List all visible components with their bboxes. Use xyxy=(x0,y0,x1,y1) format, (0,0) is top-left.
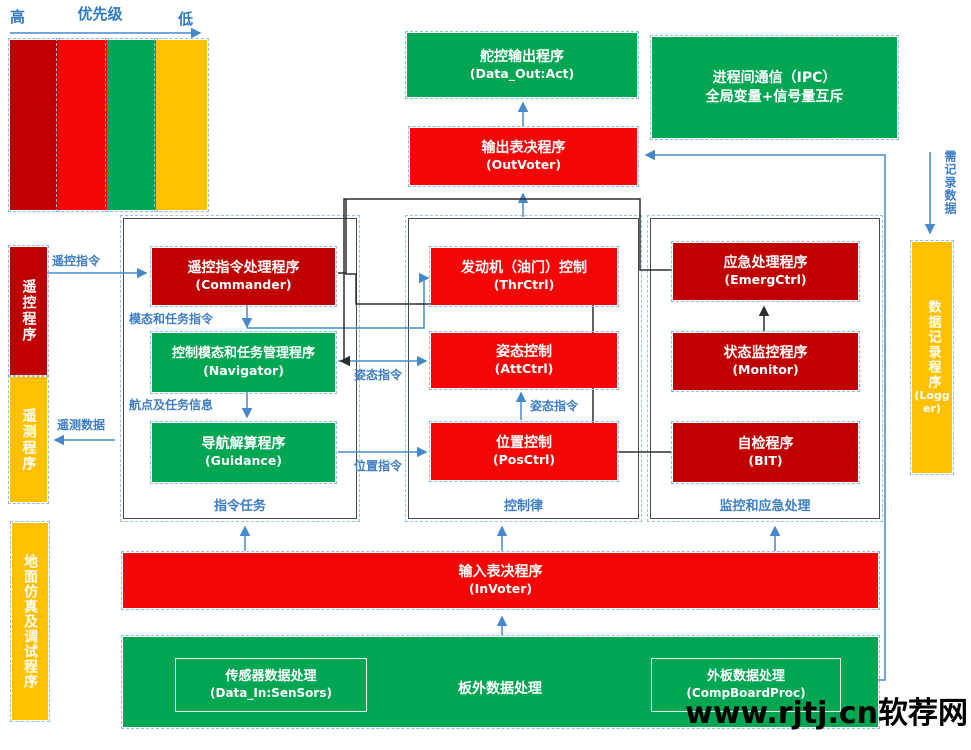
emergency-ctrl-en: (EmergCtrl) xyxy=(724,272,807,288)
emergency-ctrl-zh: 应急处理程序 xyxy=(723,255,808,272)
waypoint-info-label: 航点及任务信息 xyxy=(129,398,214,412)
position-cmd-label: 位置指令 xyxy=(354,459,403,473)
guidance-box: 导航解算程序 (Guidance) xyxy=(150,421,337,484)
servo-output-program-box: 舵控输出程序 (Data_Out:Act) xyxy=(405,31,639,99)
navigator-en: (Navigator) xyxy=(203,362,284,378)
telemetry-data-label: 遥测数据 xyxy=(57,418,106,432)
ground-sim-debug-program-box: 地面仿真及调试程序 xyxy=(10,521,50,722)
monitor-emergency-caption: 监控和应急处理 xyxy=(719,499,811,514)
ipc-line2: 全局变量+信号量互斥 xyxy=(705,88,844,105)
input-voter-box: 输入表决程序 (InVoter) xyxy=(121,551,880,610)
legend-high-label: 高 xyxy=(10,8,26,26)
legend-bar-red xyxy=(56,38,109,212)
guidance-zh: 导航解算程序 xyxy=(201,436,286,453)
bit-selftest-box: 自检程序 (BIT) xyxy=(671,421,860,484)
legend-bar-yellow xyxy=(154,38,209,212)
guidance-en: (Guidance) xyxy=(204,453,283,469)
data-logger-en: (Logger) xyxy=(914,389,950,415)
commander-zh: 遥控指令处理程序 xyxy=(187,260,300,277)
data-logger-zh: 数据记录程序 xyxy=(925,300,941,391)
position-control-zh: 位置控制 xyxy=(496,435,552,452)
commander-en: (Commander) xyxy=(195,277,292,293)
remote-control-program-box: 遥控程序 xyxy=(8,245,49,377)
record-data-label: 需记录数据 xyxy=(943,150,957,215)
bit-selftest-en: (BIT) xyxy=(748,453,783,469)
ipc-line1: 进程间通信（IPC） xyxy=(712,70,837,87)
commander-box: 遥控指令处理程序 (Commander) xyxy=(150,246,337,307)
navigator-box: 控制模态和任务管理程序 (Navigator) xyxy=(150,331,337,394)
sensor-data-proc-en: (Data_In:SenSors) xyxy=(210,685,332,700)
ipc-box: 进程间通信（IPC） 全局变量+信号量互斥 xyxy=(650,35,899,140)
attitude-cmd-left-label: 姿态指令 xyxy=(354,368,403,382)
legend-bar-green xyxy=(105,38,158,212)
offboard-data-proc-title: 板外数据处理 xyxy=(458,681,542,697)
command-task-caption: 指令任务 xyxy=(213,499,266,514)
attitude-control-box: 姿态控制 (AttCtrl) xyxy=(429,331,619,390)
attitude-control-en: (AttCtrl) xyxy=(494,361,554,377)
attitude-cmd-mid-label: 姿态指令 xyxy=(530,399,579,413)
compboard-proc-en: (CompBoardProc) xyxy=(686,685,806,700)
sensor-data-proc-zh: 传感器数据处理 xyxy=(225,668,317,684)
control-law-caption: 控制律 xyxy=(503,499,543,514)
sensor-data-proc-box: 传感器数据处理 (Data_In:SenSors) xyxy=(175,658,367,712)
status-monitor-en: (Monitor) xyxy=(732,362,799,378)
input-voter-zh: 输入表决程序 xyxy=(458,564,543,581)
legend-bar-dark-red xyxy=(8,38,60,212)
status-monitor-box: 状态监控程序 (Monitor) xyxy=(671,331,860,392)
output-voter-zh: 输出表决程序 xyxy=(481,140,566,157)
output-voter-en: (OutVoter) xyxy=(485,157,562,173)
bit-selftest-zh: 自检程序 xyxy=(737,436,794,453)
output-voter-program-box: 输出表决程序 (OutVoter) xyxy=(408,126,639,187)
position-control-en: (PosCtrl) xyxy=(492,452,556,468)
compboard-proc-zh: 外板数据处理 xyxy=(706,668,785,684)
watermark-text: www.rjtj.cn软荐网 xyxy=(685,696,968,731)
throttle-control-box: 发动机（油门）控制 (ThrCtrl) xyxy=(429,246,619,307)
input-voter-en: (InVoter) xyxy=(468,581,533,597)
remote-cmd-label: 遥控指令 xyxy=(52,254,101,268)
throttle-control-en: (ThrCtrl) xyxy=(493,277,555,293)
legend-low-label: 低 xyxy=(178,10,194,28)
servo-output-zh: 舵控输出程序 xyxy=(480,48,564,65)
servo-output-en: (Data_Out:Act) xyxy=(469,65,575,81)
status-monitor-zh: 状态监控程序 xyxy=(723,345,808,362)
position-control-box: 位置控制 (PosCtrl) xyxy=(429,421,619,482)
throttle-control-zh: 发动机（油门）控制 xyxy=(461,260,587,277)
emergency-ctrl-box: 应急处理程序 (EmergCtrl) xyxy=(671,241,860,302)
attitude-control-zh: 姿态控制 xyxy=(496,344,552,361)
legend-title: 优先级 xyxy=(77,5,123,23)
telemetry-program-box: 遥测程序 xyxy=(8,375,49,504)
data-logger-box: 数据记录程序 (Logger) xyxy=(910,240,954,475)
modal-task-cmd-label: 模态和任务指令 xyxy=(129,312,214,326)
navigator-zh: 控制模态和任务管理程序 xyxy=(171,345,315,361)
